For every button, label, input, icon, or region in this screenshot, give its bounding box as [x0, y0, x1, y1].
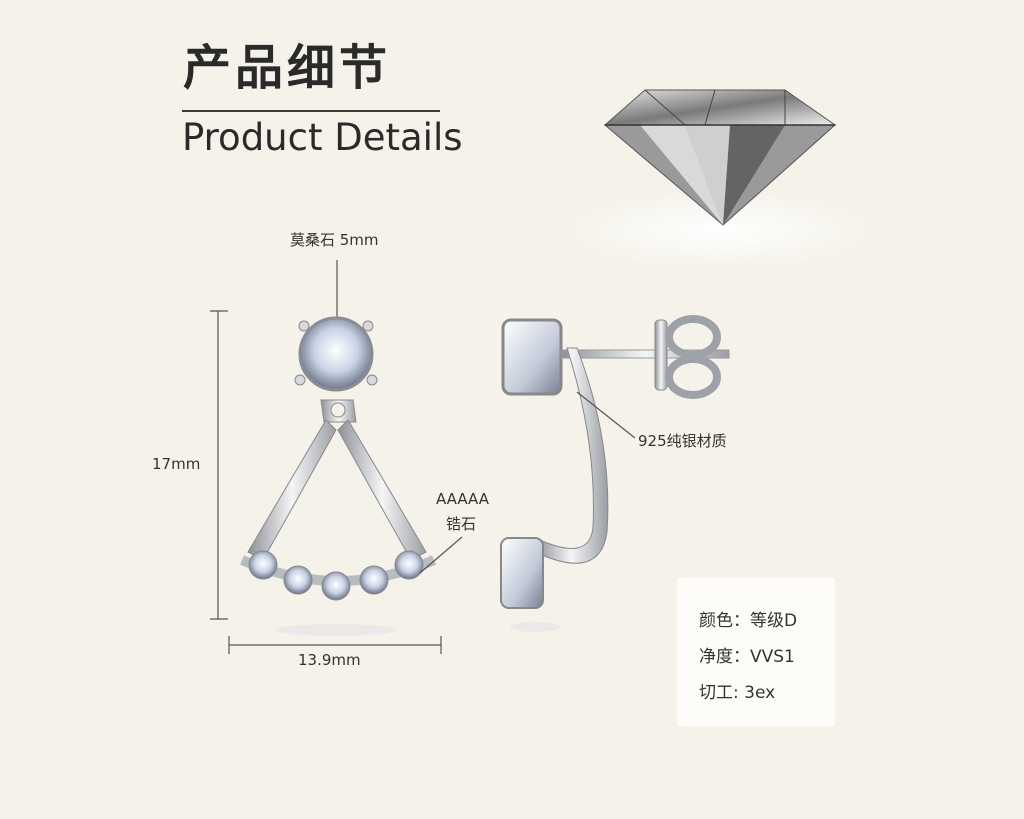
- spec-color: 颜色：等级D: [699, 611, 798, 631]
- width-label: 13.9mm: [298, 651, 361, 669]
- spec-clarity: 净度：VVS1: [699, 647, 795, 667]
- width-dimension-line: [228, 636, 442, 654]
- spec-box: 颜色：等级D 净度：VVS1 切工: 3ex: [677, 578, 835, 726]
- title-divider: [182, 110, 440, 112]
- silver-pointer: [576, 391, 636, 439]
- spec-cut: 切工: 3ex: [699, 683, 776, 703]
- zircon-pointer: [419, 536, 463, 574]
- moissanite-label: 莫桑石 5mm: [290, 231, 379, 249]
- page-title-cn: 产品细节: [183, 40, 392, 96]
- page-title-en: Product Details: [182, 116, 463, 159]
- height-label: 17mm: [152, 455, 201, 473]
- zircon-label-name: 锆石: [446, 515, 477, 533]
- zircon-label-grade: AAAAA: [436, 490, 489, 508]
- earring-side-image: [500, 315, 730, 632]
- moissanite-pointer: [336, 260, 338, 322]
- diamond-hero-image: [560, 89, 875, 270]
- silver-label: 925纯银材质: [638, 432, 727, 450]
- height-dimension-line: [210, 310, 228, 620]
- earring-front-image: [239, 316, 437, 636]
